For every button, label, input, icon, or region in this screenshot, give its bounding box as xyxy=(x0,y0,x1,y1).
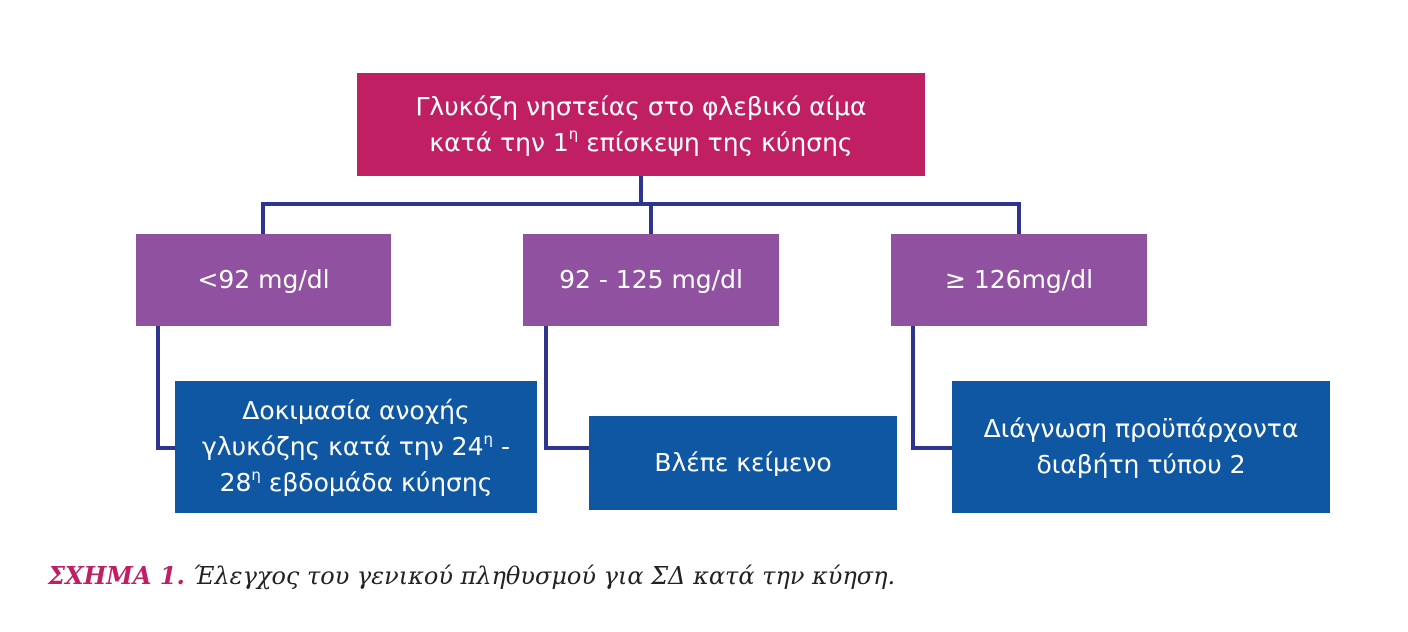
root-node-fasting-glucose: Γλυκόζη νηστείας στο φλεβικό αίμα κατά τ… xyxy=(357,73,925,176)
branch-node-92-125: 92 - 125 mg/dl xyxy=(523,234,779,326)
branch-label-1: <92 mg/dl xyxy=(197,265,330,294)
figure-caption-label: ΣΧΗΜΑ 1. xyxy=(48,561,185,590)
root-node-line-2: κατά την 1η επίσκεψη της κύησης xyxy=(429,125,853,157)
connector-branch-1-outcome xyxy=(156,326,175,450)
root-node-line-1: Γλυκόζη νηστείας στο φλεβικό αίμα xyxy=(415,91,867,121)
outcome-node-glucose-tolerance-test: Δοκιμασία ανοχής γλυκόζης κατά την 24η -… xyxy=(175,381,537,513)
branch-label-3: ≥ 126mg/dl xyxy=(944,265,1094,294)
branch-node-126-plus: ≥ 126mg/dl xyxy=(891,234,1147,326)
outcome-2-label: Βλέπε κείμενο xyxy=(654,448,832,477)
figure-caption: ΣΧΗΜΑ 1.Έλεγχος του γενικού πληθυσμού γι… xyxy=(48,561,895,590)
outcome-1-line-2: γλυκόζης κατά την 24η - xyxy=(202,429,510,461)
branch-label-2: 92 - 125 mg/dl xyxy=(559,265,743,294)
branch-node-below-92: <92 mg/dl xyxy=(136,234,391,326)
outcome-1-line-1: Δοκιμασία ανοχής xyxy=(242,396,470,425)
outcome-node-preexisting-diabetes: Διάγνωση προϋπάρχοντα διαβήτη τύπου 2 xyxy=(952,381,1330,513)
figure-caption-text: Έλεγχος του γενικού πληθυσμού για ΣΔ κατ… xyxy=(192,562,896,590)
connector-branch-2-outcome xyxy=(544,326,589,450)
outcome-node-see-text: Βλέπε κείμενο xyxy=(589,416,897,510)
outcome-1-line-3: 28η εβδομάδα κύησης xyxy=(219,465,493,497)
outcome-3-line-1: Διάγνωση προϋπάρχοντα xyxy=(983,414,1299,443)
outcome-3-line-2: διαβήτη τύπου 2 xyxy=(1036,450,1246,479)
connector-branch-3-outcome xyxy=(911,326,952,450)
